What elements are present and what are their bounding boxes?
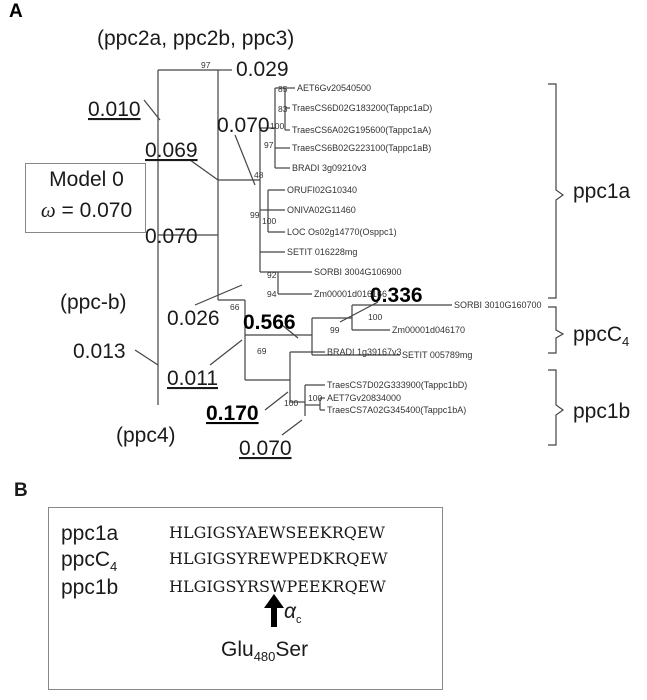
bootstrap-value: 48 — [254, 170, 264, 180]
leaf-label: TraesCS6D02G183200(Tappc1aD) — [292, 103, 432, 113]
mutation-label: Glu480Ser — [221, 638, 309, 665]
branch-length-070-bottom: 0.070 — [239, 437, 292, 460]
alignment-row: ppc1b HLGIGSYRSWPEEKRQEW — [61, 576, 386, 600]
bootstrap-value: 92 — [267, 270, 277, 280]
leaf-label: Zm00001d046170 — [392, 325, 465, 335]
leaf-label: AET7Gv20834000 — [327, 393, 401, 403]
bootstrap-value: 66 — [230, 302, 240, 312]
leaf-label: ONIVA02G11460 — [287, 205, 356, 215]
branch-length-013: 0.013 — [73, 340, 126, 363]
panel-b-label: B — [14, 480, 28, 501]
sequence-name: ppc1b — [61, 576, 119, 599]
group-label-ppc1b: ppc1b — [573, 400, 630, 423]
group-label-ppcc4: ppcC4 — [573, 323, 629, 349]
sequence: HLGIGSYRSWPEEKRQEW — [169, 577, 386, 596]
sequence: HLGIGSYREWPEDKRQEW — [169, 549, 388, 568]
branch-length-566: 0.566 — [243, 311, 296, 334]
node-label-ppc-b: (ppc-b) — [60, 291, 127, 314]
bootstrap-value: 100 — [270, 121, 284, 131]
leaf-label: TraesCS6A02G195600(Tappc1aA) — [292, 125, 431, 135]
bootstrap-value: 85 — [278, 84, 288, 94]
leaf-label: SORBI 3010G160700 — [454, 300, 542, 310]
bootstrap-value: 94 — [267, 289, 277, 299]
sequence-name: ppc1a — [61, 522, 119, 545]
bootstrap-value: 100 — [308, 393, 322, 403]
leaf-label: BRADI 3g09210v3 — [292, 163, 367, 173]
leaf-label: LOC Os02g14770(Osppc1) — [287, 227, 397, 237]
sequence-name: ppcC4 — [61, 548, 118, 575]
up-arrow-shaft — [271, 607, 277, 627]
model-omega: ω = 0.070 — [40, 198, 133, 222]
alpha-c-label: αc — [284, 600, 302, 627]
alignment-row: ppc1a HLGIGSYAEWSEEKRQEW — [61, 522, 385, 546]
bootstrap-value: 83 — [278, 104, 288, 114]
bootstrap-value: 99 — [330, 325, 340, 335]
leaf-label: AET6Gv20540500 — [297, 83, 371, 93]
leaf-label: TraesCS7D02G333900(Tappc1bD) — [327, 380, 467, 390]
branch-length-011: 0.011 — [167, 367, 218, 390]
top-group-label: (ppc2a, ppc2b, ppc3) — [97, 27, 294, 50]
branch-length-069: 0.069 — [145, 139, 198, 162]
branch-length-010: 0.010 — [88, 98, 141, 121]
bootstrap-value: 97 — [201, 60, 211, 70]
up-arrow-icon — [264, 594, 284, 608]
bootstrap-value: 97 — [264, 140, 274, 150]
branch-length-336: 0.336 — [370, 284, 423, 307]
leaf-label: SETIT 005789mg — [402, 350, 472, 360]
bootstrap-value: 100 — [284, 398, 298, 408]
leaf-label: ORUFI02G10340 — [287, 185, 357, 195]
branch-length-070-top: 0.070 — [217, 114, 270, 137]
group-label-ppc1a: ppc1a — [573, 180, 631, 203]
alignment-box: ppc1a HLGIGSYAEWSEEKRQEW ppcC4 HLGIGSYRE… — [48, 507, 443, 690]
model-box: Model 0 ω = 0.070 — [25, 163, 146, 233]
leaf-label: BRADI 1g39167v3 — [327, 347, 402, 357]
leaf-label: SORBI 3004G106900 — [314, 267, 402, 277]
branch-length-070-mid: 0.070 — [145, 225, 198, 248]
phylogenetic-tree: A (ppc2a, ppc2b, ppc3) 0.029 0.010 0.069… — [9, 1, 631, 460]
sequence: HLGIGSYAEWSEEKRQEW — [169, 523, 385, 542]
model-title: Model 0 — [49, 168, 124, 191]
branch-length-170: 0.170 — [206, 402, 259, 425]
panel-b: B ppc1a HLGIGSYAEWSEEKRQEW ppcC4 HLGIGSY… — [0, 480, 647, 700]
branch-length-029: 0.029 — [236, 58, 289, 81]
bootstrap-value: 100 — [368, 312, 382, 322]
bootstrap-value: 100 — [262, 216, 276, 226]
bootstrap-value: 69 — [257, 346, 267, 356]
alignment-row: ppcC4 HLGIGSYREWPEDKRQEW — [61, 548, 388, 575]
leaf-label: Zm00001d016166 — [314, 289, 387, 299]
node-label-ppc4: (ppc4) — [116, 424, 176, 447]
panel-a-label: A — [9, 1, 23, 22]
bootstrap-value: 99 — [250, 210, 260, 220]
leaf-label: SETIT 016228mg — [287, 247, 357, 257]
branch-length-026: 0.026 — [167, 307, 220, 330]
leaf-label: TraesCS6B02G223100(Tappc1aB) — [292, 143, 431, 153]
leaf-label: TraesCS7A02G345400(Tappc1bA) — [327, 405, 466, 415]
